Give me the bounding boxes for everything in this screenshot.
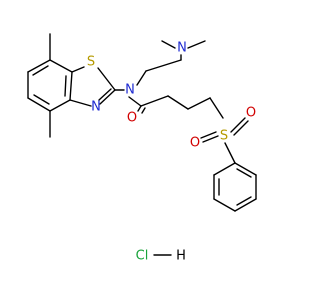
bond-sulfonyl-right-o-2 bbox=[233, 120, 249, 136]
benzene-inner-double-2 bbox=[32, 65, 49, 76]
hydrochloride-chlorine-label: Cl bbox=[136, 249, 149, 264]
benzene-bond-2 bbox=[27, 59, 51, 73]
benzene-inner-double-3 bbox=[33, 94, 50, 105]
benzene-bond-1 bbox=[49, 59, 73, 73]
bond-methyl-left-to-n bbox=[161, 40, 176, 49]
thiazole-nitrogen-label: N bbox=[91, 100, 101, 115]
bond-sulfonyl-right-o-1 bbox=[230, 117, 246, 133]
dimethylamino-nitrogen-label: N bbox=[177, 41, 187, 56]
bond-chain-1 bbox=[167, 95, 189, 110]
thiazole-bond-s-c7a bbox=[71, 66, 85, 73]
sulfonyl-sulfur-label: S bbox=[220, 129, 228, 144]
phenyl-bond-1 bbox=[213, 162, 236, 176]
chemical-structure-canvas: N N N S S O O O Cl H bbox=[27, 33, 257, 264]
bond-carbonyl-to-chain bbox=[140, 95, 169, 107]
bond-carbonyl-double-2 bbox=[141, 107, 146, 114]
thiazole-bond-c2-n-2 bbox=[98, 88, 112, 101]
bond-sulfonyl-left-o-1 bbox=[200, 131, 217, 139]
phenyl-bond-3 bbox=[213, 198, 236, 212]
chemical-structure-diagram: N N N S S O O O Cl H bbox=[27, 33, 257, 264]
phenyl-bond-4 bbox=[234, 198, 257, 212]
bond-amide-n-to-carbonyl bbox=[128, 96, 142, 107]
benzene-bond-5 bbox=[49, 99, 71, 112]
bond-ethyl-chain-1 bbox=[145, 59, 182, 72]
bond-carbonyl-double-1 bbox=[137, 105, 142, 112]
bond-chain-2 bbox=[187, 97, 211, 110]
hydrochloride-hydrogen-label: H bbox=[176, 249, 186, 264]
benzene-bond-4 bbox=[27, 97, 51, 112]
bond-sulfonyl-to-phenyl bbox=[224, 142, 236, 164]
thiazole-sulfur-label: S bbox=[87, 55, 95, 70]
sulfonyl-oxygen-left-label: O bbox=[190, 136, 200, 151]
amide-oxygen-label: O bbox=[127, 111, 137, 126]
bond-chain-to-sulfonyl bbox=[209, 97, 224, 119]
sulfonyl-oxygen-right-label: O bbox=[246, 106, 256, 121]
benzene-fused-bond bbox=[69, 71, 73, 101]
bond-sulfonyl-left-o-2 bbox=[202, 135, 219, 143]
thiazole-bond-c2-s bbox=[97, 67, 116, 91]
bond-n-to-methyl-right bbox=[187, 40, 206, 49]
phenyl-bond-6 bbox=[234, 162, 257, 176]
phenyl-inner-double-3 bbox=[236, 168, 252, 178]
benzene-inner-double-1 bbox=[64, 75, 67, 97]
thiazole-bond-c2-n-1 bbox=[99, 89, 116, 105]
thiazole-bond-n-c3a bbox=[69, 99, 92, 107]
phenyl-inner-double-2 bbox=[236, 196, 252, 206]
bond-ethyl-chain-2 bbox=[136, 70, 147, 86]
amide-nitrogen-label: N bbox=[125, 83, 135, 98]
